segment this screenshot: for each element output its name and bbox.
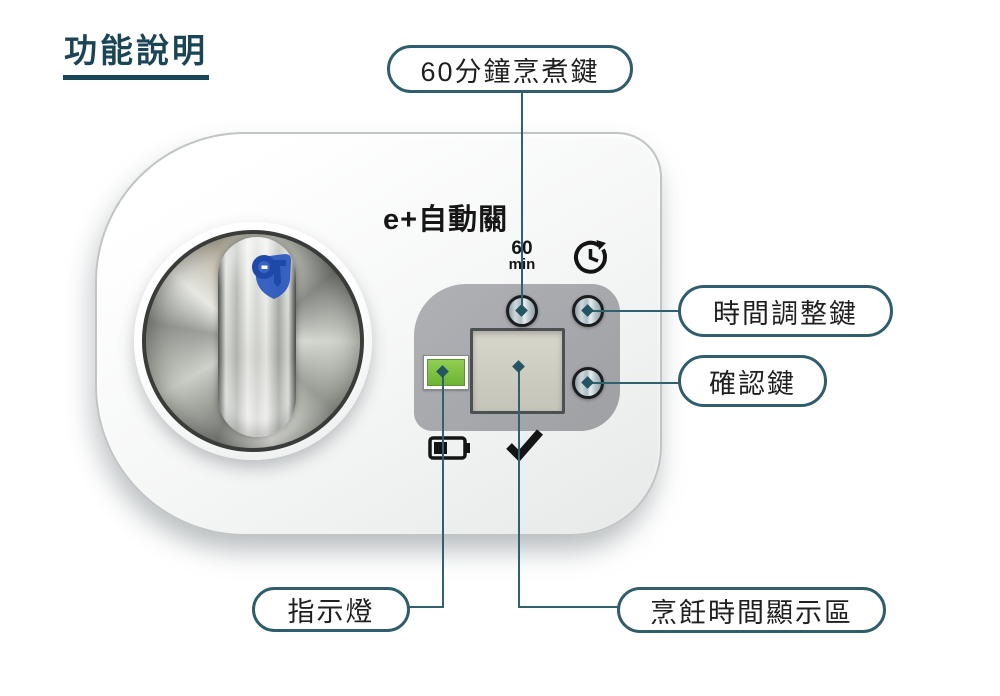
callout-line-lcd-horizontal: [519, 606, 619, 608]
callout-line-time-adjust: [589, 310, 679, 312]
title-underline: [63, 75, 209, 80]
callout-line-lcd-vertical: [518, 367, 520, 608]
callout-cook-60min-button: 60分鐘烹煮鍵: [387, 45, 633, 93]
callout-cook-60min-label: 60分鐘烹煮鍵: [420, 56, 600, 87]
callout-time-adjust-button: 時間調整鍵: [678, 285, 893, 337]
callout-line-lamp-vertical: [442, 372, 444, 608]
callout-cook-time-display: 烹飪時間顯示區: [617, 587, 886, 633]
brand-text: e+自動關: [383, 204, 509, 236]
shield-key-logo-icon: [252, 254, 291, 299]
callout-time-adjust-label: 時間調整鍵: [713, 298, 858, 329]
callout-indicator-light: 指示燈: [252, 587, 410, 632]
callout-indicator-light-label: 指示燈: [287, 597, 375, 627]
callout-confirm-label: 確認鍵: [709, 368, 796, 399]
timer-clock-icon: [574, 240, 608, 274]
callout-confirm-button: 確認鍵: [678, 355, 827, 407]
callout-cook-time-display-label: 烹飪時間顯示區: [650, 597, 853, 628]
check-icon: [506, 429, 544, 462]
battery-icon: [428, 436, 470, 460]
callout-line-confirm: [589, 382, 679, 384]
page-title: 功能說明: [64, 32, 208, 69]
callout-line-cook-vertical: [521, 92, 523, 312]
callout-line-lamp-horizontal: [408, 606, 444, 608]
